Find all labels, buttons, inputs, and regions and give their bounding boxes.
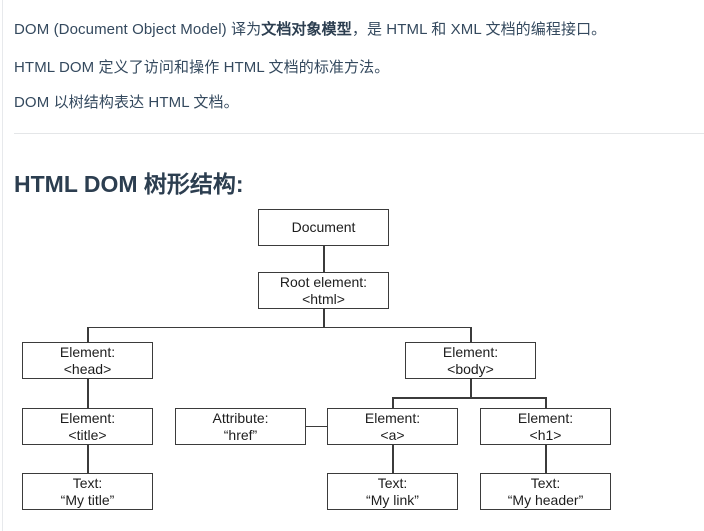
- paragraph-html-dom-methods: HTML DOM 定义了访问和操作 HTML 文档的标准方法。: [14, 59, 390, 76]
- node-attribute-href-line1: Attribute:: [212, 409, 269, 426]
- node-element-anchor-line1: Element:: [364, 409, 421, 426]
- section-divider: [14, 133, 704, 134]
- node-element-h1-line2: <h1>: [529, 426, 562, 443]
- edge-attribute-to-anchor: [305, 425, 328, 428]
- node-root-html: Root element: <html>: [258, 272, 389, 309]
- node-document: Document: [258, 209, 389, 246]
- node-text-my-title-line2: “My title”: [60, 491, 115, 508]
- node-attribute-href-line2: “href”: [223, 426, 258, 443]
- node-element-body-line2: <body>: [447, 360, 494, 377]
- node-element-title: Element: <title>: [22, 408, 153, 445]
- node-root-html-line2: <html>: [302, 290, 345, 307]
- edge-bus-a-h1: [392, 397, 547, 399]
- node-element-anchor-line2: <a>: [380, 426, 405, 443]
- edge-bus-head-body: [87, 326, 472, 329]
- edge-title-to-text: [87, 445, 89, 473]
- node-element-head-line2: <head>: [63, 360, 112, 377]
- left-edge-rule: [2, 0, 3, 531]
- edge-root-stem: [323, 308, 325, 328]
- node-element-anchor: Element: <a>: [327, 408, 458, 445]
- node-element-head: Element: <head>: [22, 342, 153, 379]
- node-document-line1: Document: [291, 219, 356, 235]
- node-root-html-line1: Root element:: [279, 273, 368, 290]
- paragraph-1-bold-term: 文档对象模型: [261, 21, 352, 38]
- node-text-my-header-line1: Text:: [530, 474, 561, 491]
- edge-head-to-title: [87, 379, 89, 408]
- node-element-title-line2: <title>: [68, 426, 107, 443]
- node-text-my-link-line2: “My link”: [366, 491, 419, 508]
- edge-document-to-root: [323, 245, 325, 273]
- paragraph-1-text-before: DOM (Document Object Model) 译为: [14, 21, 262, 38]
- node-attribute-href: Attribute: “href”: [175, 408, 306, 445]
- node-element-title-line1: Element:: [59, 409, 116, 426]
- node-text-my-header-line2: “My header”: [507, 491, 584, 508]
- node-element-head-line1: Element:: [59, 343, 116, 360]
- edge-bus-to-anchor: [392, 397, 394, 408]
- node-element-h1-line1: Element:: [517, 409, 574, 426]
- node-element-body-line1: Element:: [442, 343, 499, 360]
- edge-bus-to-body: [470, 326, 472, 343]
- paragraph-tree-structure: DOM 以树结构表达 HTML 文档。: [14, 94, 239, 111]
- edge-h1-to-text: [545, 445, 547, 473]
- paragraph-dom-definition: DOM (Document Object Model) 译为文档对象模型，是 H…: [14, 20, 606, 40]
- section-heading-tree-structure: HTML DOM 树形结构:: [14, 171, 244, 198]
- node-text-my-link: Text: “My link”: [327, 473, 458, 510]
- edge-bus-to-h1: [545, 397, 547, 408]
- edge-body-stem: [470, 379, 472, 398]
- node-element-body: Element: <body>: [405, 342, 536, 379]
- edge-bus-to-head: [87, 326, 89, 343]
- node-text-my-title-line1: Text:: [72, 474, 103, 491]
- node-element-h1: Element: <h1>: [480, 408, 611, 445]
- node-text-my-header: Text: “My header”: [480, 473, 611, 510]
- node-text-my-link-line1: Text:: [377, 474, 408, 491]
- node-text-my-title: Text: “My title”: [22, 473, 153, 510]
- edge-anchor-to-text: [392, 445, 394, 473]
- paragraph-1-text-after: ，是 HTML 和 XML 文档的编程接口。: [351, 21, 607, 38]
